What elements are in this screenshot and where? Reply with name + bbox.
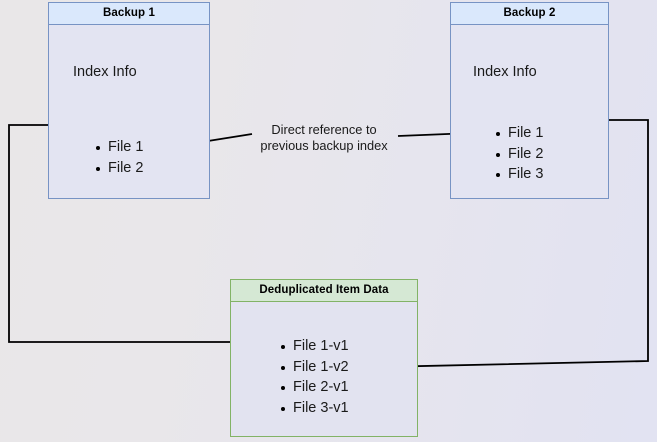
node-dedup-body: File 1-v1 File 1-v2 File 2-v1 File 3-v1 xyxy=(231,302,417,436)
node-backup-1-file-list: File 1 File 2 xyxy=(95,137,143,178)
edge-label-direct-reference: Direct reference to previous backup inde… xyxy=(260,122,388,153)
node-backup-2-subtitle: Index Info xyxy=(473,64,537,80)
node-backup-2-body: Index Info File 1 File 2 File 3 xyxy=(451,25,608,198)
node-backup-1-subtitle: Index Info xyxy=(73,64,137,80)
node-backup-1-title: Backup 1 xyxy=(49,3,209,25)
list-item: File 1 xyxy=(95,137,143,158)
node-deduplicated-item-data[interactable]: Deduplicated Item Data File 1-v1 File 1-… xyxy=(230,279,418,437)
node-backup-1-body: Index Info File 1 File 2 xyxy=(49,25,209,198)
node-backup-2-file-list: File 1 File 2 File 3 xyxy=(495,123,543,185)
list-item: File 1-v2 xyxy=(280,357,349,378)
list-item: File 3 xyxy=(495,164,543,185)
list-item: File 2 xyxy=(495,144,543,165)
node-backup-1[interactable]: Backup 1 Index Info File 1 File 2 xyxy=(48,2,210,199)
list-item: File 1 xyxy=(495,123,543,144)
list-item: File 2 xyxy=(95,158,143,179)
node-dedup-title: Deduplicated Item Data xyxy=(231,280,417,302)
node-dedup-file-list: File 1-v1 File 1-v2 File 2-v1 File 3-v1 xyxy=(280,336,349,418)
list-item: File 2-v1 xyxy=(280,377,349,398)
list-item: File 1-v1 xyxy=(280,336,349,357)
node-backup-2-title: Backup 2 xyxy=(451,3,608,25)
list-item: File 3-v1 xyxy=(280,398,349,419)
node-backup-2[interactable]: Backup 2 Index Info File 1 File 2 File 3 xyxy=(450,2,609,199)
